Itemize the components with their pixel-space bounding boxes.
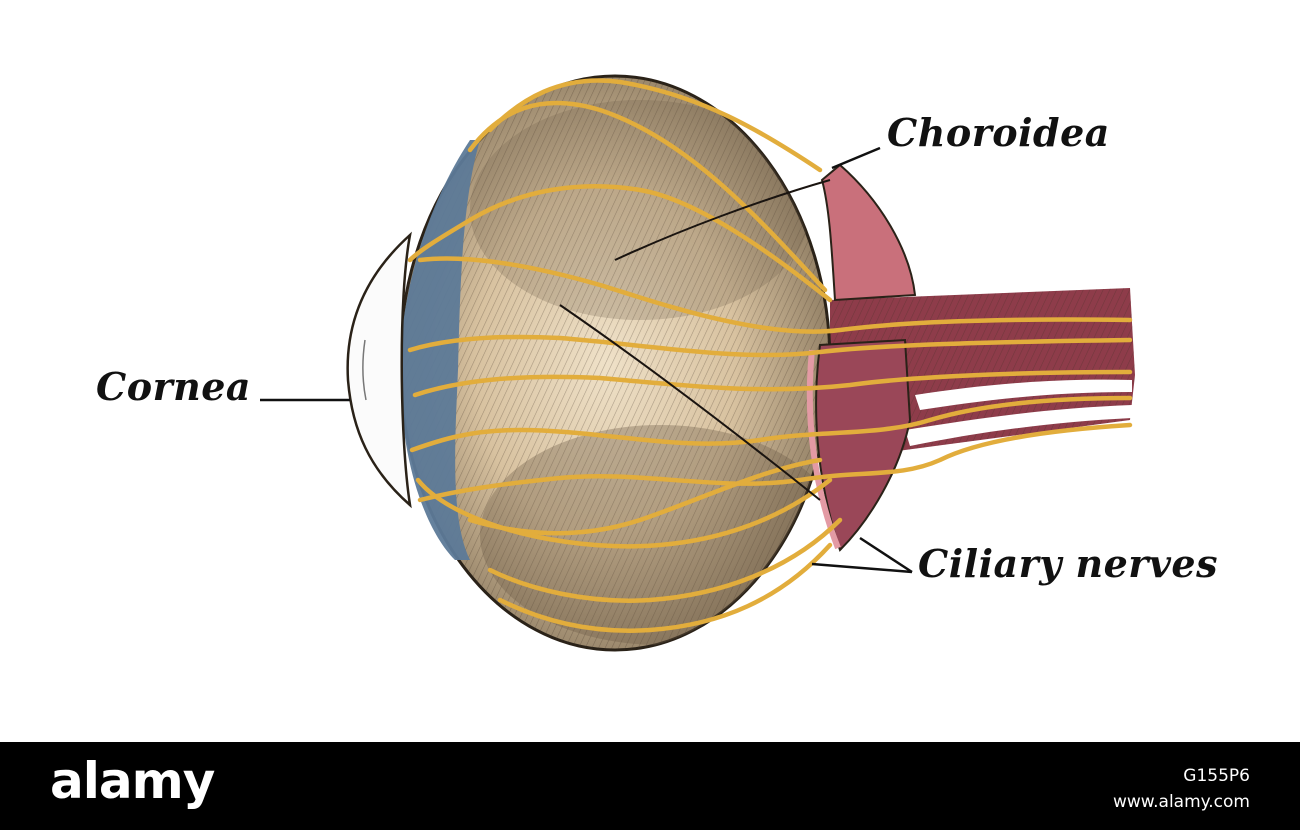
brand-logo: alamy bbox=[50, 752, 215, 810]
ciliary-leader-line-1 bbox=[811, 562, 913, 574]
choroidea-label: Choroidea bbox=[887, 110, 1110, 155]
ciliary-leader-line-2 bbox=[859, 536, 913, 574]
eye-illustration: Cornea Choroidea Ciliary nerves bbox=[96, 74, 1218, 652]
cornea-label: Cornea bbox=[96, 364, 252, 409]
image-id: G155P6 bbox=[1183, 766, 1250, 786]
choroidea-leader-line bbox=[831, 146, 881, 170]
ciliary-nerves-label: Ciliary nerves bbox=[918, 541, 1218, 586]
choroid bbox=[806, 163, 917, 552]
ciliary-nerves bbox=[407, 78, 1133, 633]
fiber-lines bbox=[559, 179, 831, 501]
cornea bbox=[346, 231, 412, 509]
site-url: www.alamy.com bbox=[1112, 792, 1250, 812]
eyeball-diagram bbox=[260, 74, 1135, 652]
iris-band bbox=[400, 140, 480, 560]
sclera bbox=[398, 74, 832, 652]
leader-lines bbox=[260, 146, 913, 574]
watermark-footer: alamy G155P6 www.alamy.com bbox=[0, 742, 1300, 830]
